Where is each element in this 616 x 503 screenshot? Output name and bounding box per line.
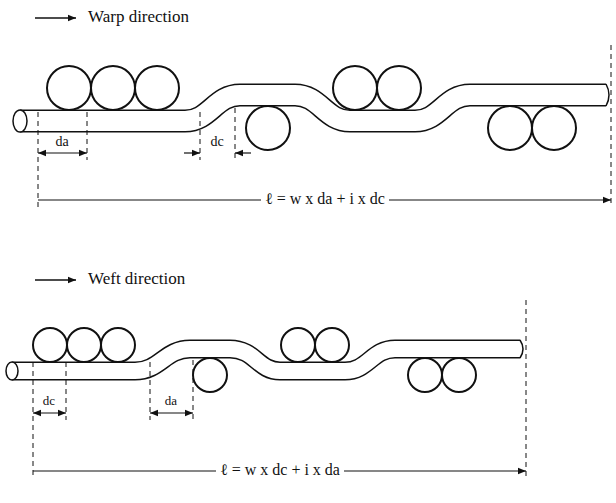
dimension-label: da xyxy=(55,134,68,149)
direction-arrow xyxy=(35,279,76,281)
dimension-label: da xyxy=(165,394,177,408)
extension-line xyxy=(33,300,526,478)
direction-arrow xyxy=(35,17,76,19)
extension-line xyxy=(38,45,611,207)
weft-crossing-yarns xyxy=(33,328,476,392)
length-formula: ℓ = w x da + i x dc xyxy=(261,190,389,208)
direction-label: Warp direction xyxy=(88,8,189,27)
dimension-label: dc xyxy=(43,394,55,408)
direction-label: Weft direction xyxy=(88,270,185,289)
dimension-label: dc xyxy=(210,134,223,149)
length-formula: ℓ = w x dc + i x da xyxy=(216,461,344,479)
warp-crossing-yarns xyxy=(47,66,576,150)
